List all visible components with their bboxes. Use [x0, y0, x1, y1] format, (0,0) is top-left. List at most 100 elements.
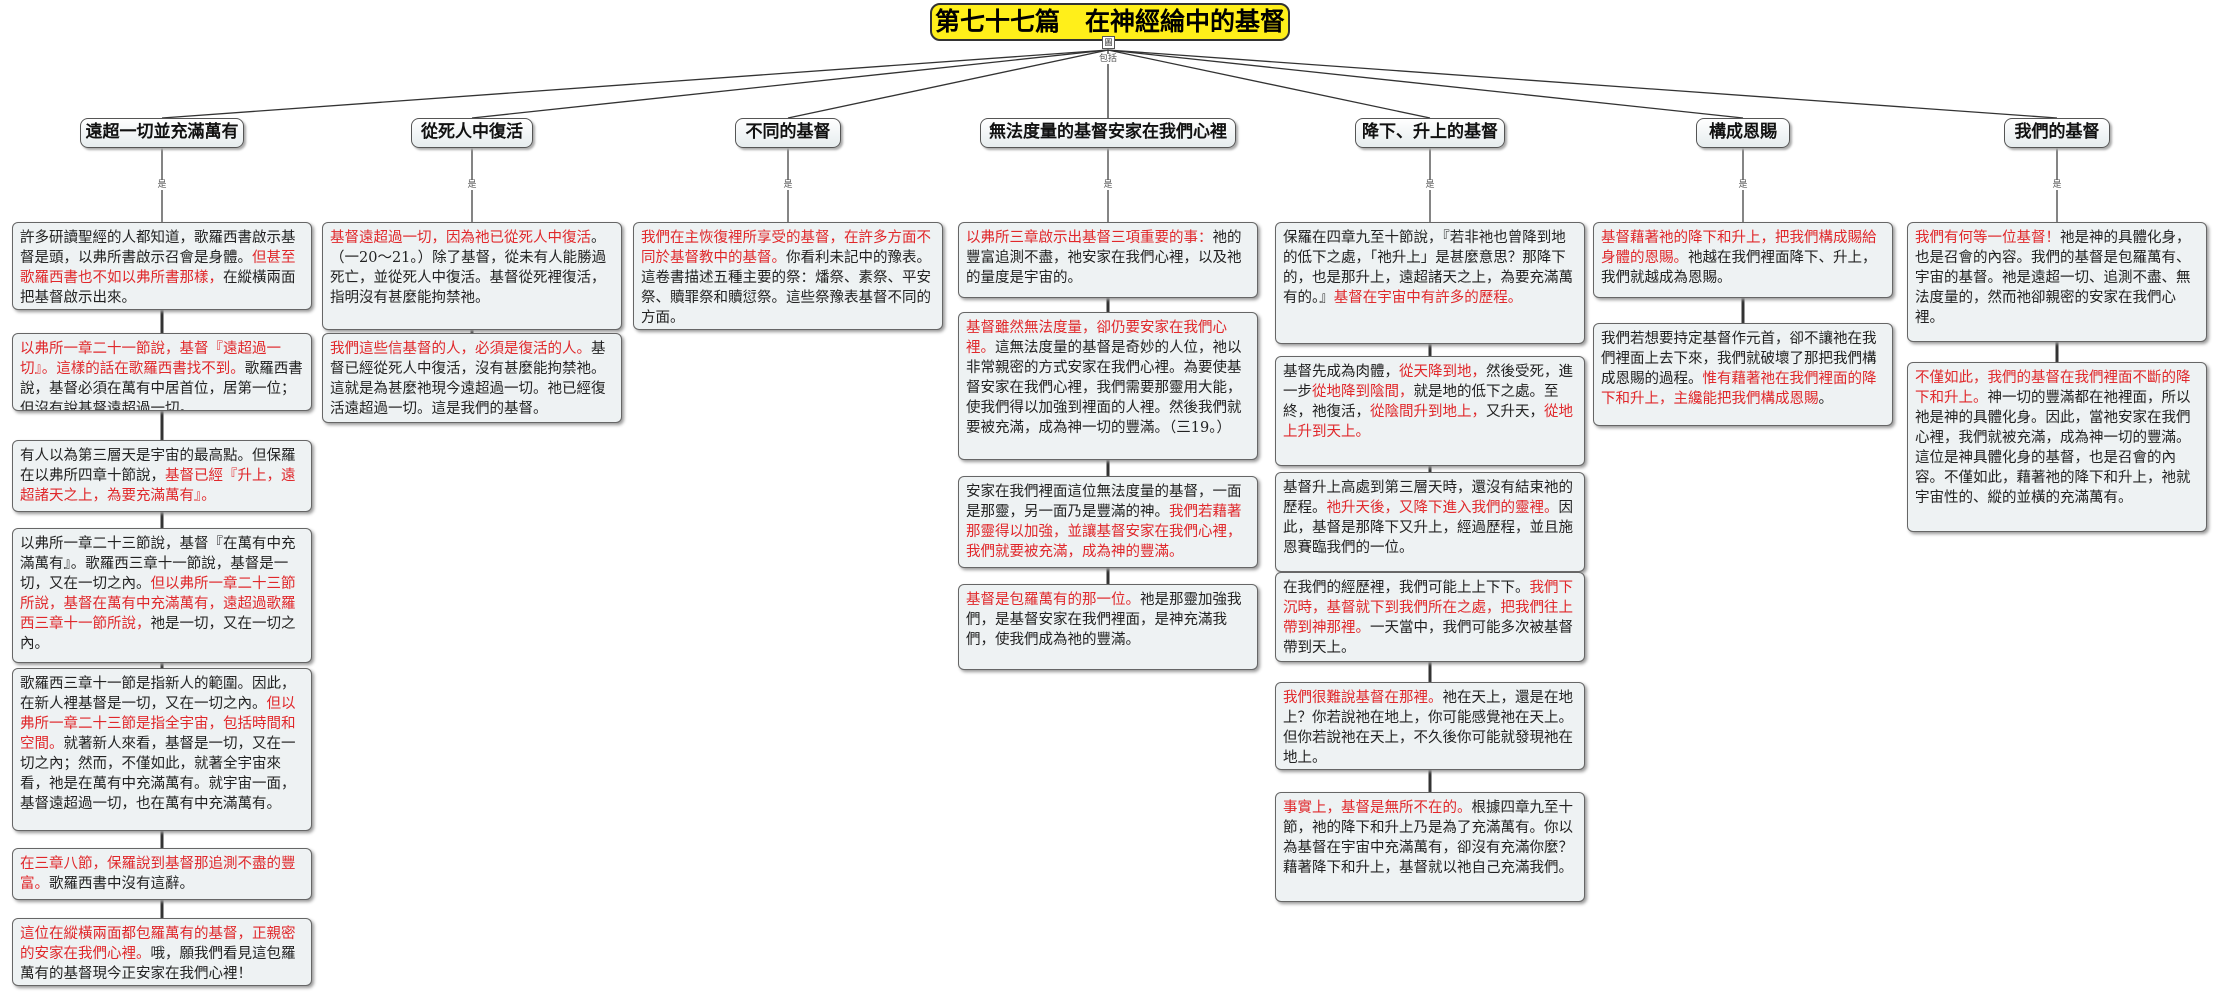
root-branch-line	[161, 49, 1109, 119]
body-text: 安家在我們裡面這位無法度量的基督，一面是那靈，另一面乃是豐滿的神。	[966, 484, 1242, 520]
highlight-text: 基督藉著祂的降下和升上，把我們構成賜給身體的恩賜。	[1601, 230, 1877, 266]
body-text: 保羅在四章九至十節說，『若非祂也曾降到地的低下之處，「祂升上」是甚麼意思？那降下…	[1283, 230, 1573, 306]
note-card[interactable]: 基督藉著祂的降下和升上，把我們構成賜給身體的恩賜。祂越在我們裡面降下、升上，我們…	[1593, 222, 1893, 298]
highlight-text: 這位在縱橫兩面都包羅萬有的基督，正親密的安家在我們心裡。	[20, 926, 296, 962]
note-card[interactable]: 以弗所一章二十三節說，基督『在萬有中充滿萬有』。歌羅西三章十一節說，基督是一切，…	[12, 528, 312, 663]
body-text: 因此，基督是那降下又升上，經過歷程，並且施恩賽臨我們的一位。	[1283, 500, 1573, 556]
highlight-text: 從地上升到天上。	[1283, 404, 1573, 440]
branch-connector-label: 是	[782, 180, 794, 190]
highlight-text: 基督在宇宙中有許多的歷程。	[1333, 290, 1523, 306]
branch-connector-label: 是	[156, 180, 168, 190]
branch-connector-label: 是	[1424, 180, 1436, 190]
body-text: 這無法度量的基督是奇妙的人位，祂以非常親密的方式安家在我們心裡。為要使基督安家在…	[966, 340, 1242, 436]
body-text: 歌羅西三章十一節是指新人的範圍。因此，在新人裡基督是一切，又在一切之內。	[20, 676, 296, 712]
note-card[interactable]: 基督先成為肉體，從天降到地，然後受死，進一步從地降到陰間，就是地的低下之處。至終…	[1275, 356, 1585, 466]
highlight-text: 但以弗所一章二十三節所說，基督在萬有中充滿萬有，遠超過歌羅西三章十一節所說，	[20, 576, 296, 632]
highlight-text: 但甚至歌羅西書也不如以弗所書那樣，	[20, 250, 296, 286]
note-card[interactable]: 這位在縱橫兩面都包羅萬有的基督，正親密的安家在我們心裡。哦，願我們看見這包羅萬有…	[12, 918, 312, 986]
body-text: 。（一20～21。）除了基督，從未有人能勝過死亡，並從死人中復活。基督從死裡復活…	[330, 230, 607, 306]
highlight-text: 不僅如此，我們的基督在我們裡面不斷的降下和升上。	[1915, 370, 2191, 406]
branch-heading[interactable]: 遠超一切並充滿萬有	[80, 118, 244, 148]
branch-heading[interactable]: 無法度量的基督安家在我們心裡	[980, 118, 1236, 148]
branch-connector-label: 是	[1102, 180, 1114, 190]
body-text: 神一切的豐滿都在祂裡面，所以祂是神的具體化身。因此，當祂安家在我們心裡，我們就被…	[1915, 390, 2191, 506]
body-text: 就著新人來看，基督是一切，又在一切之內；然而，不僅如此，就著全宇宙來看，祂是在萬…	[20, 736, 296, 812]
note-card[interactable]: 基督雖然無法度量，卻仍要安家在我們心裡。這無法度量的基督是奇妙的人位，祂以非常親…	[958, 312, 1258, 460]
note-card[interactable]: 安家在我們裡面這位無法度量的基督，一面是那靈，另一面乃是豐滿的神。我們若藉著那靈…	[958, 476, 1258, 568]
highlight-text: 我們下沉時，基督就下到我們所在之處，把我們往上帶到神那裡。	[1283, 580, 1573, 636]
body-text: 基督升上高處到第三層天時，還沒有結束祂的歷程。	[1283, 480, 1573, 516]
note-card[interactable]: 基督是包羅萬有的那一位。祂是那靈加強我們，是基督安家在我們裡面，是神充滿我們，使…	[958, 584, 1258, 670]
note-card[interactable]: 以弗所三章啟示出基督三項重要的事：祂的豐富追測不盡，祂安家在我們心裡，以及祂的量…	[958, 222, 1258, 298]
highlight-text: 我們有何等一位基督！	[1915, 230, 2060, 246]
branch-heading[interactable]: 從死人中復活	[411, 118, 533, 148]
note-card[interactable]: 在我們的經歷裡，我們可能上上下下。我們下沉時，基督就下到我們所在之處，把我們往上…	[1275, 572, 1585, 662]
branch-heading[interactable]: 構成恩賜	[1696, 118, 1790, 148]
note-card[interactable]: 歌羅西三章十一節是指新人的範圍。因此，在新人裡基督是一切，又在一切之內。但以弗所…	[12, 668, 312, 831]
body-text: 以弗所一章二十三節說，基督『在萬有中充滿萬有』。歌羅西三章十一節說，基督是一切，…	[20, 536, 296, 592]
highlight-text: 基督是包羅萬有的那一位。	[966, 592, 1140, 608]
body-text: 祂是一切，又在一切之內。	[20, 616, 296, 652]
body-text: 。	[1818, 391, 1834, 407]
highlight-text: 從地降到陰間，	[1312, 384, 1414, 400]
note-card[interactable]: 事實上，基督是無所不在的。根據四章九至十節，祂的降下和升上乃是為了充滿萬有。你以…	[1275, 792, 1585, 902]
highlight-text: 我們很難說基督在那裡。	[1283, 690, 1443, 706]
note-card[interactable]: 以弗所一章二十一節說，基督『遠超過一切』。這樣的話在歌羅西書找不到。歌羅西書說，…	[12, 333, 312, 411]
highlight-text: 但以弗所一章二十三節是指全宇宙，包括時間和空間。	[20, 696, 296, 752]
note-card[interactable]: 保羅在四章九至十節說，『若非祂也曾降到地的低下之處，「祂升上」是甚麼意思？那降下…	[1275, 222, 1585, 344]
body-text: 在縱橫兩面把基督啟示出來。	[20, 270, 296, 306]
branch-connector-label: 是	[466, 180, 478, 190]
highlight-text: 我們若藉著那靈得以加強，並讓基督安家在我們心裡，我們就要被充滿，成為神的豐滿。	[966, 504, 1242, 560]
note-card[interactable]: 有人以為第三層天是宇宙的最高點。但保羅在以弗所四章十節說，基督已經『升上，遠超諸…	[12, 440, 312, 512]
body-text: 就是地的低下之處。至終，祂復活，	[1283, 384, 1559, 420]
body-text: 歌羅西書中沒有這辭。	[49, 876, 194, 892]
highlight-text: 從天降到地，	[1399, 364, 1486, 380]
body-text: 然後受死，進一步	[1283, 364, 1573, 400]
highlight-text: 我們這些信基督的人，必須是復活的人。	[330, 341, 591, 357]
note-card[interactable]: 許多研讀聖經的人都知道，歌羅西書啟示基督是頭，以弗所書啟示召會是身體。但甚至歌羅…	[12, 222, 312, 310]
body-text: 你看利未記中的豫表。這卷書描述五種主要的祭：燔祭、素祭、平安祭、贖罪祭和贖愆祭。…	[641, 250, 931, 326]
note-card[interactable]: 我們有何等一位基督！祂是神的具體化身，也是召會的內容。我們的基督是包羅萬有、宇宙…	[1907, 222, 2207, 342]
note-card[interactable]: 不僅如此，我們的基督在我們裡面不斷的降下和升上。神一切的豐滿都在祂裡面，所以祂是…	[1907, 362, 2207, 532]
highlight-text: 從陰間升到地上，	[1370, 404, 1486, 420]
body-text: 基督已經從死人中復活，沒有甚麼能拘禁祂。這就是為甚麼祂現今遠超過一切。祂已經復活…	[330, 341, 606, 417]
note-card[interactable]: 基督遠超過一切，因為祂已從死人中復活。（一20～21。）除了基督，從未有人能勝過…	[322, 222, 622, 330]
note-card[interactable]: 我們很難說基督在那裡。祂在天上，還是在地上？你若說祂在地上，你可能感覺祂在天上。…	[1275, 682, 1585, 770]
root-title: 第七十七篇 在神經綸中的基督	[930, 3, 1290, 41]
highlight-text: 事實上，基督是無所不在的。	[1283, 800, 1472, 816]
root-branch-line	[787, 49, 1109, 119]
body-text: 有人以為第三層天是宇宙的最高點。但保羅在以弗所四章十節說，	[20, 448, 296, 484]
note-card[interactable]: 我們這些信基督的人，必須是復活的人。基督已經從死人中復活，沒有甚麼能拘禁祂。這就…	[322, 333, 622, 423]
highlight-text: 以弗所一章二十一節說，基督『遠超過一切』。這樣的話在歌羅西書找不到。	[20, 341, 281, 377]
highlight-text: 基督遠超過一切，因為祂已從死人中復活	[330, 230, 591, 246]
body-text: 祂是那靈加強我們，是基督安家在我們裡面，是神充滿我們，使我們成為祂的豐滿。	[966, 592, 1242, 648]
highlight-text: 我們在主恢復裡所享受的基督，在許多方面不同於基督教中的基督。	[641, 230, 931, 266]
branch-heading[interactable]: 不同的基督	[735, 118, 841, 148]
root-branch-line	[1107, 49, 1744, 119]
highlight-text: 惟有藉著祂在我們裡面的降下和升上，主纔能把我們構成恩賜	[1601, 371, 1877, 407]
body-text: 我們若想要持定基督作元首，卻不讓祂在我們裡面上去下來，我們就破壞了那把我們構成恩…	[1601, 331, 1877, 387]
body-text: 又升天，	[1486, 404, 1544, 420]
root-connector-label: 包括	[1097, 54, 1119, 64]
note-card[interactable]: 基督升上高處到第三層天時，還沒有結束祂的歷程。祂升天後，又降下進入我們的靈裡。因…	[1275, 472, 1585, 572]
body-text: 祂是神的具體化身，也是召會的內容。我們的基督是包羅萬有、宇宙的基督。祂是遠超一切…	[1915, 230, 2191, 326]
branch-heading[interactable]: 降下、升上的基督	[1355, 118, 1505, 148]
root-branch-line	[1107, 49, 2058, 119]
body-text: 根據四章九至十節，祂的降下和升上乃是為了充滿萬有。你以為基督在宇宙中充滿萬有，卻…	[1283, 800, 1573, 876]
body-text: 祂的豐富追測不盡，祂安家在我們心裡，以及祂的量度是宇宙的。	[966, 230, 1242, 286]
note-card[interactable]: 我們在主恢復裡所享受的基督，在許多方面不同於基督教中的基督。你看利未記中的豫表。…	[633, 222, 943, 330]
mindmap-icon[interactable]: 圖	[1102, 36, 1115, 49]
note-card[interactable]: 我們若想要持定基督作元首，卻不讓祂在我們裡面上去下來，我們就破壞了那把我們構成恩…	[1593, 323, 1893, 426]
note-card[interactable]: 在三章八節，保羅說到基督那追測不盡的豐富。歌羅西書中沒有這辭。	[12, 848, 312, 900]
body-text: 許多研讀聖經的人都知道，歌羅西書啟示基督是頭，以弗所書啟示召會是身體。	[20, 230, 296, 266]
branch-connector-label: 是	[1737, 180, 1749, 190]
highlight-text: 在三章八節，保羅說到基督那追測不盡的豐富。	[20, 856, 296, 892]
body-text: 哦，願我們看見這包羅萬有的基督現今正安家在我們心裡！	[20, 946, 296, 982]
body-text: 基督先成為肉體，	[1283, 364, 1399, 380]
body-text: 祂在天上，還是在地上？你若說祂在地上，你可能感覺祂在天上。但你若說祂在天上，不久…	[1283, 690, 1573, 766]
body-text: 在我們的經歷裡，我們可能上上下下。	[1283, 580, 1530, 596]
body-text: 歌羅西書說，基督必須在萬有中居首位，居第一位；但沒有說基督遠超過一切。	[20, 361, 303, 411]
highlight-text: 祂升天後，又降下進入我們的靈裡。	[1326, 500, 1559, 516]
branch-heading[interactable]: 我們的基督	[2004, 118, 2110, 148]
root-branch-line	[1107, 49, 1431, 119]
